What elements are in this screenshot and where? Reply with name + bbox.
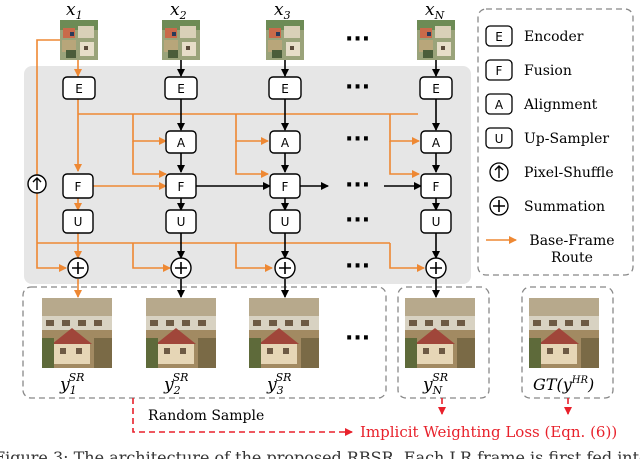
fusion-label-3: F bbox=[282, 180, 289, 194]
ellipsis-encoder: ··· bbox=[345, 75, 370, 100]
summation-nodes bbox=[67, 257, 447, 279]
legend-fusion-glyph: F bbox=[496, 64, 503, 78]
fusion-block-n bbox=[420, 173, 452, 199]
arrow-up-icon bbox=[32, 177, 42, 190]
alignment-blocks: A A A bbox=[165, 130, 452, 154]
legend-alignment-label: Alignment bbox=[523, 97, 598, 113]
plus-icon bbox=[493, 200, 505, 212]
encoder-label-1: E bbox=[75, 82, 83, 96]
encoder-block-3 bbox=[268, 76, 302, 100]
loss-label: Implicit Weighting Loss (Eqn. (6)) bbox=[360, 423, 617, 441]
upsampler-label-n: U bbox=[432, 215, 441, 229]
upsampler-block-2 bbox=[165, 209, 197, 234]
encoder-block-1 bbox=[62, 76, 96, 100]
output-image-1 bbox=[42, 298, 112, 368]
feature-flow-lines bbox=[177, 58, 440, 298]
legend-upsampler-swatch bbox=[485, 127, 513, 149]
fusion-label-n: F bbox=[433, 180, 440, 194]
fusion-label-1: F bbox=[75, 180, 82, 194]
legend-encoder-glyph: E bbox=[495, 30, 503, 44]
output-label-3: y3SR bbox=[266, 371, 291, 397]
alignment-block-3 bbox=[269, 130, 301, 154]
legend-alignment-glyph: A bbox=[495, 98, 504, 112]
summation-node-n bbox=[425, 257, 447, 279]
input-frame-1 bbox=[60, 20, 98, 60]
figure-caption: Figure 3: The architecture of the propos… bbox=[0, 448, 640, 459]
encoder-block-n bbox=[419, 76, 453, 100]
summation-node-3 bbox=[274, 257, 296, 279]
input-frame-3 bbox=[266, 20, 304, 60]
alignment-label-n: A bbox=[432, 136, 441, 150]
output-image-3 bbox=[249, 298, 319, 368]
fusion-label-2: F bbox=[178, 180, 185, 194]
fusion-block-1 bbox=[62, 173, 94, 199]
encoder-blocks: E E E E bbox=[62, 76, 453, 100]
encoder-label-3: E bbox=[281, 82, 289, 96]
legend-upsampler-glyph: U bbox=[495, 132, 504, 146]
output-label-2: y2SR bbox=[163, 371, 188, 397]
alignment-block-2 bbox=[165, 130, 197, 154]
ellipsis-inputs: ··· bbox=[345, 27, 370, 52]
alignment-label-2: A bbox=[177, 136, 186, 150]
legend-alignment-swatch bbox=[485, 93, 513, 115]
legend-upsampler-label: Up-Sampler bbox=[524, 131, 609, 147]
legend-route-label-1: Base-Frame bbox=[529, 233, 614, 249]
ellipsis-sum: ··· bbox=[345, 254, 370, 279]
legend-summation-label: Summation bbox=[524, 199, 605, 215]
input-label-3: x3 bbox=[274, 0, 291, 22]
output-image-n bbox=[405, 298, 475, 368]
upsampler-block-3 bbox=[269, 209, 301, 234]
loss-connections bbox=[132, 398, 572, 436]
encoder-block-2 bbox=[164, 76, 198, 100]
encoder-label-2: E bbox=[177, 82, 185, 96]
fusion-block-2 bbox=[165, 173, 197, 199]
alignment-label-3: A bbox=[281, 136, 290, 150]
gt-image bbox=[529, 298, 599, 368]
output-label-n: yNSR bbox=[422, 371, 448, 397]
plus-icon bbox=[175, 262, 187, 274]
random-sample-label: Random Sample bbox=[148, 408, 264, 424]
legend: E Encoder F Fusion A Alignment U Up-Samp… bbox=[485, 25, 615, 266]
input-label-n: xN bbox=[425, 0, 445, 22]
upsampler-blocks: U U U U bbox=[62, 209, 452, 234]
gt-label: GT(yHR) bbox=[533, 375, 594, 394]
ellipsis-outputs: ··· bbox=[345, 326, 370, 351]
input-frame-n bbox=[417, 20, 455, 60]
legend-fusion-swatch bbox=[485, 59, 513, 81]
upsampler-label-1: U bbox=[74, 215, 83, 229]
alignment-block-n bbox=[420, 130, 452, 154]
ellipsis-upsampler: ··· bbox=[345, 208, 370, 233]
input-label-2: x2 bbox=[170, 0, 187, 22]
upsampler-block-1 bbox=[62, 209, 94, 234]
legend-encoder-swatch bbox=[485, 25, 513, 47]
encoder-label-n: E bbox=[432, 82, 440, 96]
output-label-1: y1SR bbox=[59, 371, 84, 397]
ellipsis-fusion: ··· bbox=[345, 173, 370, 198]
ellipsis-align: ··· bbox=[345, 127, 370, 152]
fusion-block-3 bbox=[269, 173, 301, 199]
legend-route-label-2: Route bbox=[551, 250, 593, 266]
fusion-blocks: F F F F bbox=[62, 173, 452, 199]
upsampler-label-2: U bbox=[177, 215, 186, 229]
upsampler-label-3: U bbox=[281, 215, 290, 229]
upsampler-block-n bbox=[420, 209, 452, 234]
legend-encoder-label: Encoder bbox=[524, 29, 584, 45]
processing-panel bbox=[24, 66, 471, 284]
plus-icon bbox=[72, 262, 84, 274]
pixel-shuffle-node bbox=[27, 174, 47, 194]
base-frame-route-lines bbox=[36, 39, 425, 298]
input-frame-2 bbox=[162, 20, 200, 60]
arrow-up-icon bbox=[494, 165, 504, 178]
legend-box bbox=[477, 8, 634, 276]
output-image-2 bbox=[146, 298, 216, 368]
legend-pixel-shuffle-label: Pixel-Shuffle bbox=[524, 165, 614, 181]
input-label-1: x1 bbox=[66, 0, 83, 22]
summation-node-1 bbox=[67, 257, 89, 279]
legend-fusion-label: Fusion bbox=[524, 63, 572, 79]
summation-node-2 bbox=[170, 257, 192, 279]
plus-icon bbox=[279, 262, 291, 274]
plus-icon bbox=[430, 262, 442, 274]
